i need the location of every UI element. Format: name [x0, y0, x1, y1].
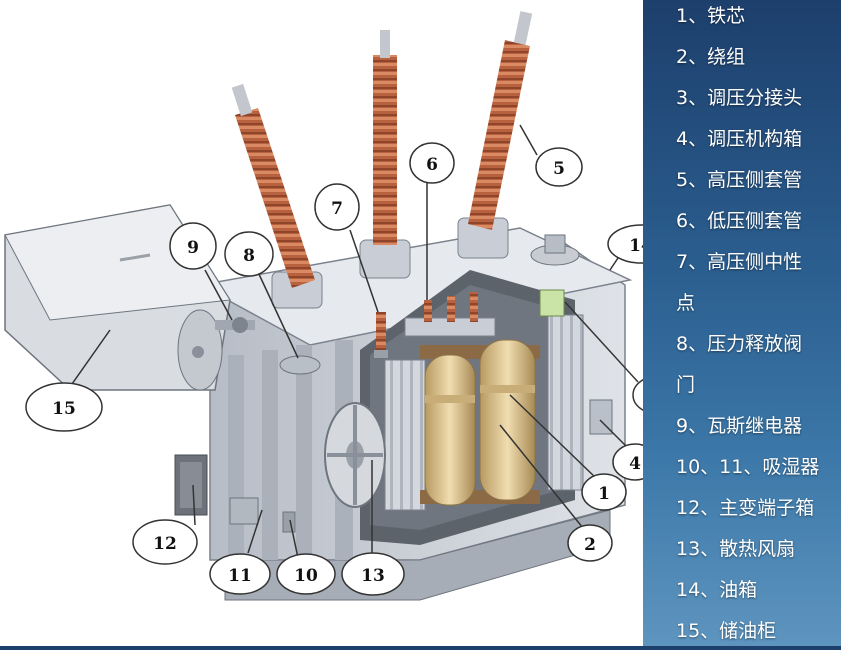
legend-item: 13、散热风扇: [676, 538, 796, 560]
diagram-panel: 1 2 3 4 5 6 7 8: [4, 11, 678, 601]
legend-item: 4、调压机构箱: [676, 128, 803, 150]
radiator-fins-right: [547, 314, 584, 491]
callout-3: 3: [632, 376, 678, 414]
callout-7-label: 7: [331, 199, 343, 219]
legend-item: 6、低压侧套管: [676, 210, 803, 232]
callout-13-label: 13: [361, 566, 385, 586]
callout-5-label: 5: [553, 159, 565, 179]
callout-15: 15: [25, 382, 103, 432]
legend-item: 15、储油柜: [676, 620, 777, 642]
callout-2-label: 2: [584, 535, 596, 555]
callout-14: 14: [607, 224, 675, 264]
legend-item: 7、高压侧中性: [676, 251, 803, 273]
callout-11-label: 11: [228, 566, 252, 586]
legend-item: 3、调压分接头: [676, 87, 803, 109]
low-voltage-bushings: [404, 292, 496, 337]
callout-14-label: 14: [629, 236, 643, 256]
leader-lines: [71, 124, 639, 559]
breather-11: [229, 497, 259, 525]
callout-9-label: 9: [187, 238, 199, 258]
callout-10: 10: [276, 553, 336, 595]
callout-12: 12: [132, 519, 198, 565]
callout-13: 13: [341, 552, 405, 596]
callout-6: 6: [409, 142, 455, 184]
gas-relay: [215, 317, 255, 333]
legend-item: 8、压力释放阀: [676, 333, 803, 355]
callout-4-label: 4: [629, 454, 641, 474]
tap-changer: [539, 289, 565, 317]
breather-10: [282, 511, 296, 533]
legend-item: 2、绕组: [676, 46, 746, 68]
callout-8: 8: [224, 231, 274, 277]
callout-9: 9: [169, 222, 217, 270]
terminal-box: [174, 454, 208, 516]
hv-neutral-bushing: [374, 312, 388, 358]
legend-item: 10、11、吸湿器: [676, 456, 820, 478]
callout-1-label: 1: [598, 484, 610, 504]
callout-1: 1: [581, 473, 627, 511]
windings: [424, 339, 536, 506]
callout-7: 7: [314, 183, 360, 231]
legend-item: 点: [676, 292, 696, 314]
callout-6-label: 6: [426, 155, 438, 175]
legend-item: 门: [676, 374, 696, 396]
legend-item: 9、瓦斯继电器: [676, 415, 803, 437]
transformer-diagram: 1 2 3 4 5 6 7 8: [4, 11, 678, 601]
pressure-relief-valve: [279, 355, 321, 375]
high-voltage-bushings: [231, 11, 533, 309]
callout-12-label: 12: [153, 534, 177, 554]
legend-item: 12、主变端子箱: [676, 497, 815, 519]
callout-10-label: 10: [294, 566, 318, 586]
tank-top-equipment: [530, 234, 580, 266]
cooling-fan: [324, 402, 386, 508]
callout-5: 5: [535, 147, 583, 187]
callout-8-label: 8: [243, 246, 255, 266]
legend-item: 14、油箱: [676, 579, 758, 601]
legend-item: 5、高压侧套管: [676, 169, 803, 191]
callout-15-label: 15: [52, 399, 76, 419]
callout-2: 2: [567, 524, 613, 562]
callout-11: 11: [209, 553, 271, 595]
legend: 1、铁芯 2、绕组 3、调压分接头 4、调压机构箱 5、高压侧套管 6、低压侧套…: [650, 0, 841, 646]
radiator-fins-left: [384, 359, 426, 511]
legend-item: 1、铁芯: [676, 5, 746, 27]
